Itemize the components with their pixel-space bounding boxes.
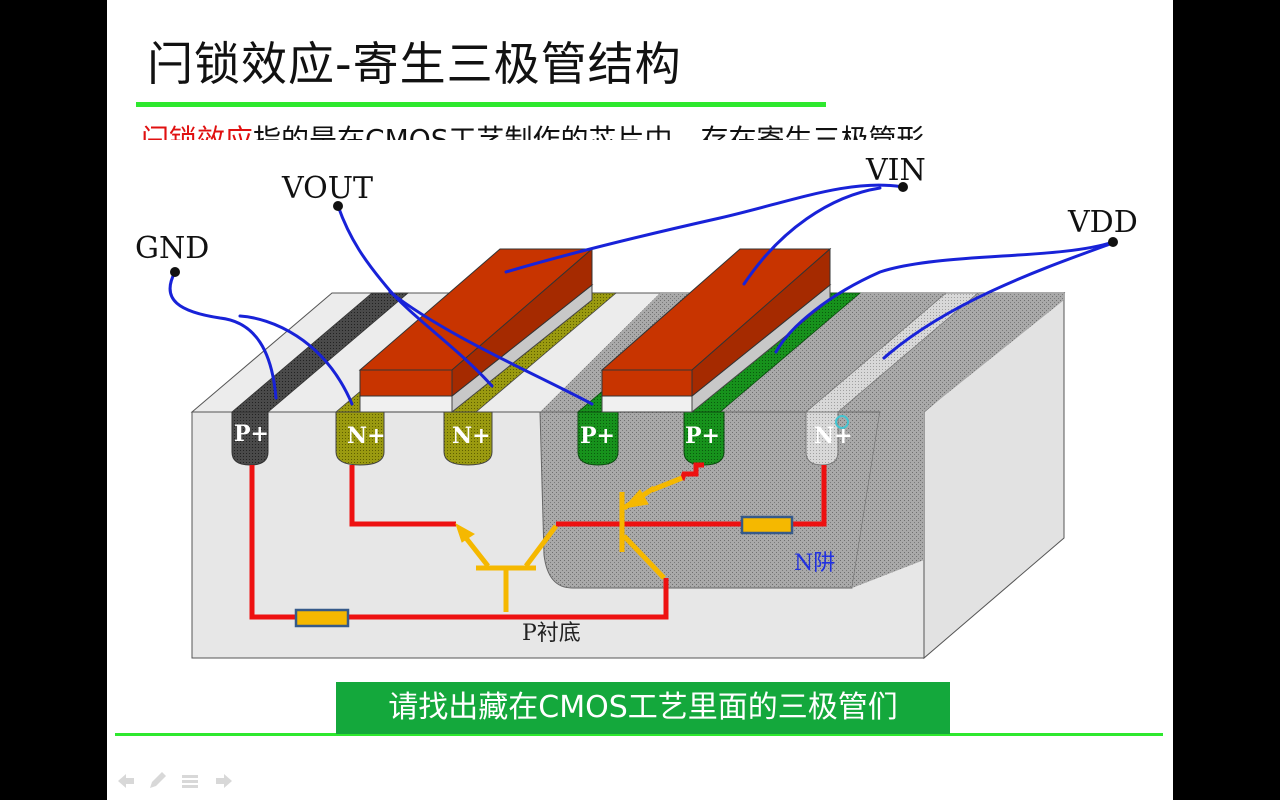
label-vout: VOUT <box>281 171 373 206</box>
terminal-gnd <box>170 267 180 277</box>
wire-pplus-emitter <box>679 462 704 481</box>
pnp-transistor <box>619 475 683 580</box>
wire-vin-b <box>742 186 882 286</box>
wire-nplus-to-npn <box>349 465 456 527</box>
poly-gate-2-side <box>691 247 831 398</box>
poly-gate-2-front <box>601 369 693 397</box>
intro-text: 闩锁效应指的是在CMOS工艺制作的芯片中，存在寄生三极管形 <box>141 120 1141 140</box>
label-psub: P衬底 <box>522 621 581 646</box>
n-plus-front-2 <box>443 411 493 466</box>
slide-title: 闩锁效应-寄生三极管结构 <box>147 37 682 91</box>
npn-transistor <box>455 522 558 612</box>
pnp-emitter-lead <box>651 475 683 493</box>
resistor-nwell <box>740 515 794 535</box>
wire-base-to-vdd <box>556 465 827 527</box>
wire-gnd <box>168 270 278 400</box>
poly-gate-1-front <box>359 369 453 397</box>
title-underline <box>136 102 826 107</box>
terminal-vin <box>898 182 908 192</box>
menu-icon[interactable] <box>182 775 198 788</box>
pen-icon[interactable] <box>150 772 166 788</box>
label-p-plus-1: P+ <box>234 421 269 447</box>
blue-connection-wires <box>168 183 1115 406</box>
wire-vout <box>336 204 494 388</box>
pnp-arrow <box>622 489 649 509</box>
cursor-indicator-icon <box>835 415 849 429</box>
label-vin: VIN <box>865 153 926 188</box>
gate-oxide-1-front <box>359 395 453 413</box>
wire-vout-b <box>388 290 594 406</box>
npn-arrow <box>455 522 475 543</box>
intro-highlight: 闩锁效应 <box>141 123 254 140</box>
wire-gnd-b <box>238 314 354 406</box>
nwell-front <box>539 411 881 589</box>
wire-vin <box>504 183 905 274</box>
terminal-vout <box>333 201 343 211</box>
label-n-plus-1: N+ <box>347 423 386 449</box>
resistor-substrate <box>294 608 350 628</box>
parasitic-circuit-wires <box>249 462 827 620</box>
n-plus-front-1 <box>335 411 385 466</box>
nwell-side <box>852 412 924 588</box>
intro-rest: 指的是在CMOS工艺制作的芯片中，存在寄生三极管形 <box>253 123 925 140</box>
wire-vdd-b <box>882 242 1112 360</box>
label-p-plus-3: P+ <box>685 423 720 449</box>
nav-back-icon[interactable] <box>118 774 134 788</box>
poly-gate-1-side <box>451 247 593 398</box>
p-plus-front-2 <box>577 411 619 466</box>
label-nwell: N阱 <box>794 551 835 576</box>
label-vdd: VDD <box>1067 205 1138 240</box>
npn-emitter <box>524 524 558 568</box>
npn-collector <box>464 536 490 568</box>
wire-vdd <box>774 240 1115 354</box>
slideshow-nav <box>118 772 232 788</box>
label-gnd: GND <box>135 231 209 266</box>
nav-forward-icon[interactable] <box>216 774 232 788</box>
terminal-vdd <box>1108 237 1118 247</box>
p-plus-front-3 <box>683 411 725 466</box>
pnp-lower-leg <box>622 534 666 580</box>
gate-oxide-2-front <box>601 395 693 413</box>
label-n-plus-2: N+ <box>452 423 491 449</box>
wire-gnd-loop <box>249 465 669 620</box>
label-p-plus-2: P+ <box>580 423 615 449</box>
